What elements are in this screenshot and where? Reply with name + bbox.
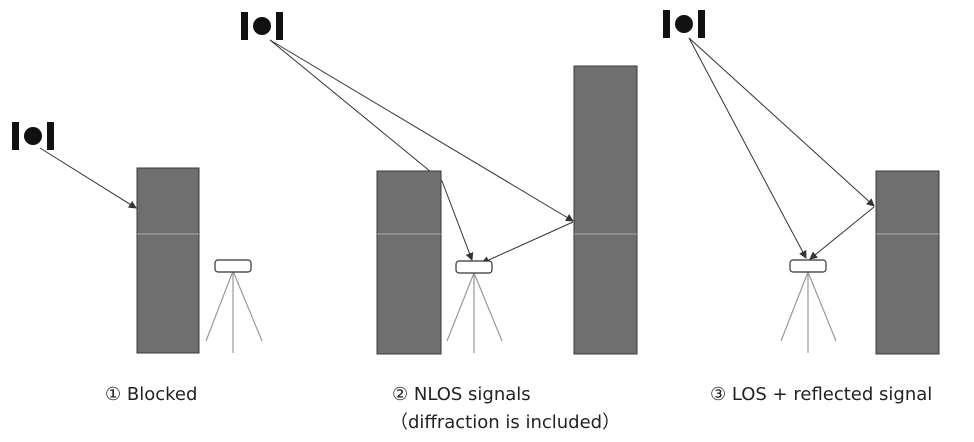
satellite-icon [241, 12, 283, 40]
satellite-icon [663, 10, 705, 38]
signal-ray-diffraction-in [269, 39, 443, 182]
gnss-receiver-tripod [446, 260, 503, 353]
caption-blocked: ① Blocked [105, 384, 198, 405]
signal-ray-reflection-out [481, 221, 574, 264]
signal-ray-reflection-in [269, 39, 574, 222]
building [376, 170, 442, 355]
gnss-receiver-tripod [780, 259, 837, 353]
signal-ray-reflection-out [809, 206, 875, 260]
panel-nlos [241, 12, 638, 355]
building [573, 65, 638, 355]
gnss-receiver-tripod [205, 259, 263, 353]
signal-ray-reflection-in [688, 37, 875, 207]
satellite-icon [12, 122, 54, 150]
caption-nlos: ② NLOS signals [392, 384, 531, 405]
signal-ray-blocked [39, 147, 137, 209]
caption-nlos-diffraction: （diffraction is included） [390, 412, 621, 433]
caption-los-reflected: ③ LOS + reflected signal [710, 384, 933, 405]
panel-los-reflected [663, 10, 940, 355]
signal-ray-diffraction-out [441, 180, 474, 261]
building [136, 167, 200, 354]
signal-ray-los [688, 37, 807, 259]
building [875, 170, 940, 355]
panel-blocked [12, 122, 263, 354]
